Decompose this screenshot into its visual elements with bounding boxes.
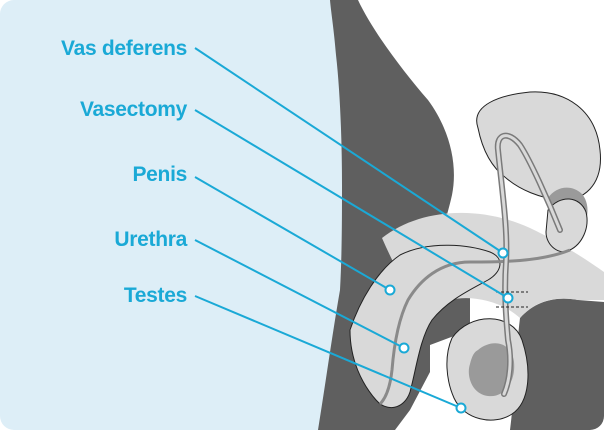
label-penis: Penis: [132, 164, 187, 185]
marker-urethra: [400, 344, 409, 353]
label-vas-deferens: Vas deferens: [61, 38, 187, 59]
marker-vasectomy: [504, 294, 513, 303]
marker-penis: [386, 286, 395, 295]
label-urethra: Urethra: [114, 229, 187, 250]
label-testes: Testes: [124, 285, 187, 306]
marker-testes: [457, 404, 466, 413]
marker-vas-deferens: [499, 249, 508, 258]
label-vasectomy: Vasectomy: [80, 99, 187, 120]
label-panel: [0, 0, 350, 430]
